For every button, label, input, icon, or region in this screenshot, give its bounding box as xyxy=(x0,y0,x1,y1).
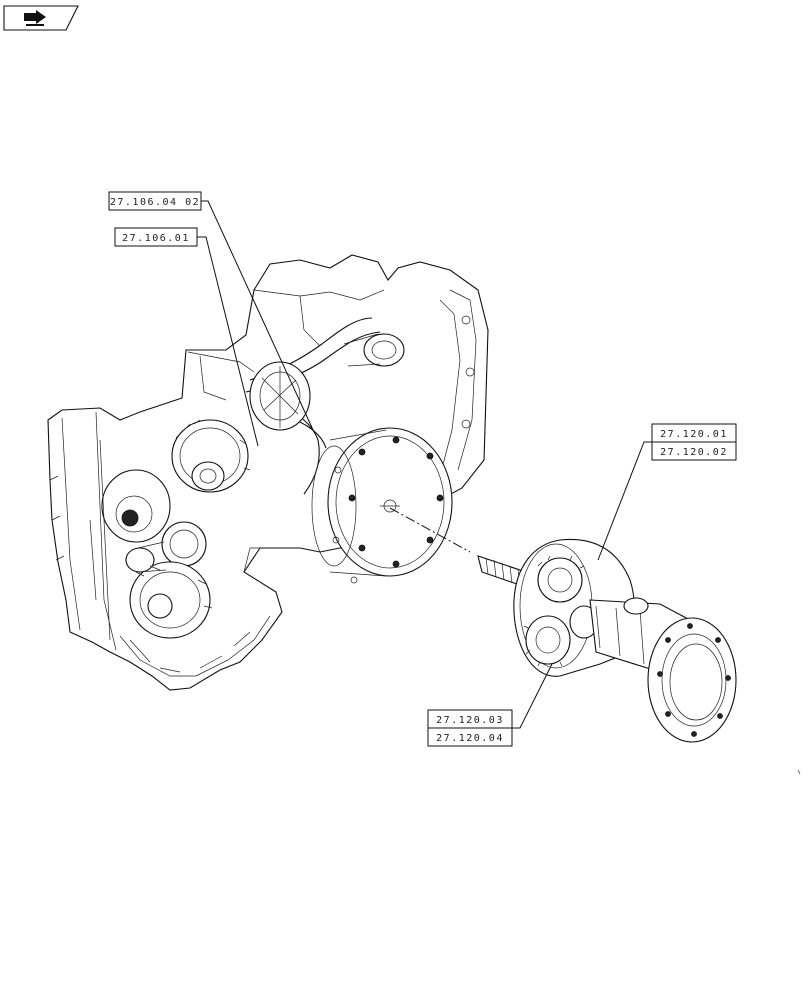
callout-27-120-03[interactable]: 27.120.03 xyxy=(427,709,513,729)
stray-mark xyxy=(797,769,801,775)
callout-label-top-2: 27.106.01 xyxy=(122,233,190,244)
leader-bottom xyxy=(512,663,553,729)
callout-label-bottom-2: 27.120.04 xyxy=(436,733,504,744)
leader-top-2 xyxy=(197,236,259,447)
callout-27-120-04[interactable]: 27.120.04 xyxy=(427,727,513,747)
nav-tab[interactable] xyxy=(3,5,79,31)
center-line xyxy=(389,507,471,553)
callout-27-120-01[interactable]: 27.120.01 xyxy=(651,423,737,443)
callout-label-right-2: 27.120.02 xyxy=(660,447,728,458)
callout-label-right-1: 27.120.01 xyxy=(660,429,728,440)
callout-27-106-04-02[interactable]: 27.106.04 02 xyxy=(108,191,202,211)
transmission-housing xyxy=(47,254,489,691)
callout-27-120-02[interactable]: 27.120.02 xyxy=(651,441,737,461)
callout-label-top-1: 27.106.04 02 xyxy=(110,197,200,208)
leader-top-1 xyxy=(201,200,315,433)
final-drive-assembly xyxy=(477,538,737,743)
callout-27-106-01[interactable]: 27.106.01 xyxy=(114,227,198,247)
callout-label-bottom-1: 27.120.03 xyxy=(436,715,504,726)
arrow-right-icon xyxy=(24,10,46,26)
leader-right xyxy=(597,441,652,561)
